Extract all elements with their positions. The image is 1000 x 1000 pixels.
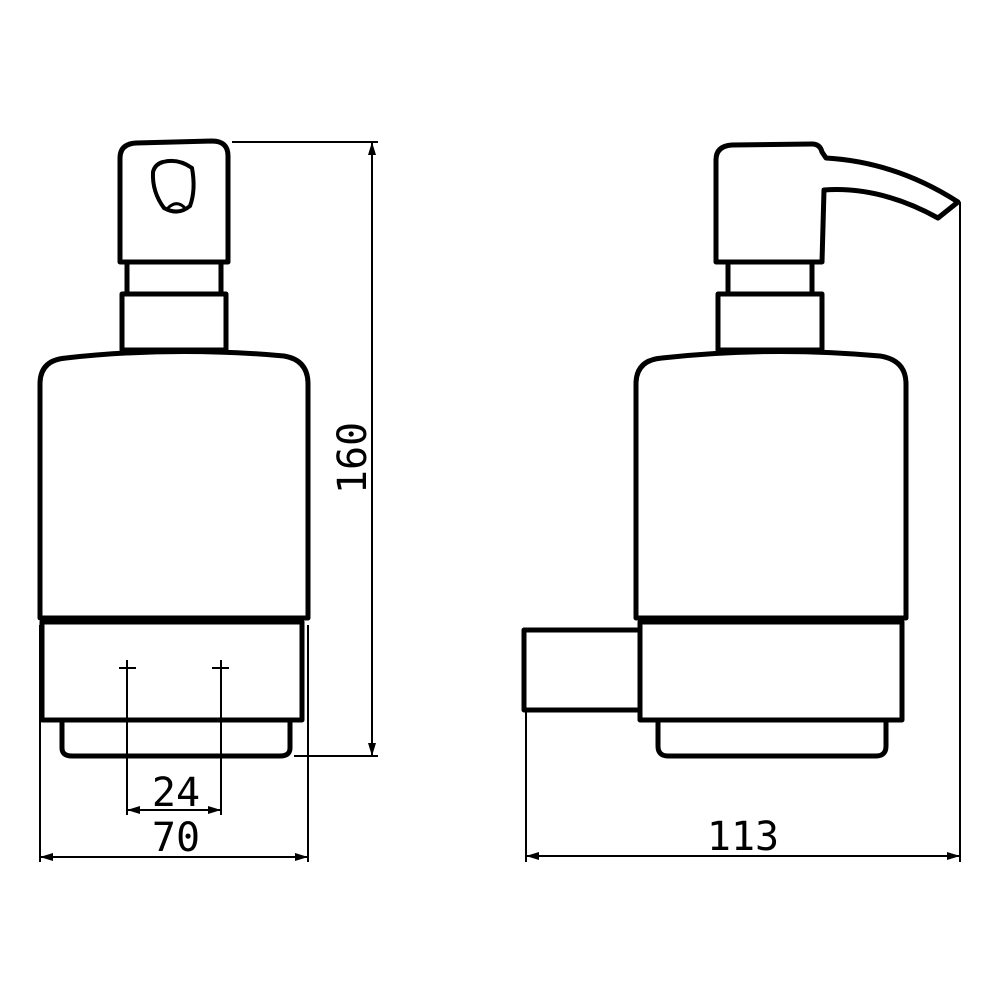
side-neck-upper	[725, 259, 815, 297]
dim113-arrow-right	[947, 852, 960, 860]
front-pump-head	[117, 138, 231, 265]
front-actuator-notch	[166, 202, 186, 210]
front-base-cup	[59, 717, 293, 759]
side-pump-head	[713, 141, 961, 265]
dimension-hole-spacing: 24	[126, 660, 222, 816]
dim160-arrow-top	[368, 142, 376, 155]
side-base-cup	[655, 717, 889, 759]
front-actuator-hole	[150, 158, 196, 214]
dimension-height: 160	[232, 141, 378, 757]
front-neck-upper	[124, 259, 224, 297]
dim160-arrow-bottom	[368, 743, 376, 756]
dim70-arrow-right	[295, 853, 308, 861]
dim24-arrow-left	[127, 806, 140, 814]
front-neck-lower	[119, 291, 229, 353]
dim24-arrow-right	[208, 806, 221, 814]
front-bottle-body	[37, 348, 311, 621]
dim70-arrow-left	[40, 853, 53, 861]
side-wall-bracket	[521, 627, 643, 713]
dim113-arrow-left	[526, 852, 539, 860]
side-neck-lower	[715, 291, 825, 353]
dim24-label: 24	[152, 770, 200, 816]
dim160-label: 160	[330, 422, 376, 494]
side-bottle-body	[633, 348, 909, 621]
dim70-label: 70	[152, 815, 200, 861]
front-holder-ring	[39, 619, 305, 723]
dimension-depth: 113	[525, 202, 961, 862]
dimension-front-width: 70	[39, 625, 309, 862]
dim113-label: 113	[707, 814, 779, 860]
front-view	[37, 138, 311, 759]
side-holder-ring	[637, 619, 905, 723]
side-view	[521, 141, 961, 759]
